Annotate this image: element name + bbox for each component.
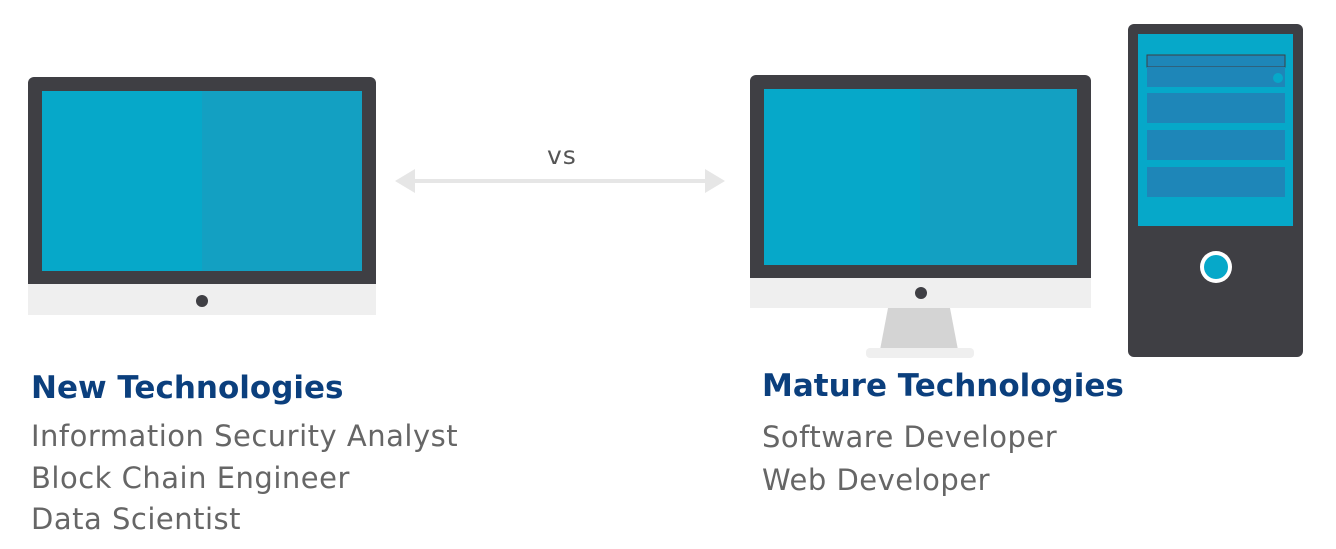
role-item: Information Security Analyst bbox=[31, 419, 459, 453]
desktop-tower-icon bbox=[1128, 24, 1303, 357]
role-item: Block Chain Engineer bbox=[31, 461, 350, 495]
vs-label: vs bbox=[547, 141, 577, 170]
right-monitor-icon bbox=[750, 75, 1091, 358]
new-technologies-heading: New Technologies bbox=[31, 370, 344, 406]
role-item: Software Developer bbox=[762, 420, 1058, 454]
role-item: Data Scientist bbox=[31, 502, 241, 536]
left-monitor-icon bbox=[28, 77, 376, 315]
role-item: Web Developer bbox=[762, 463, 991, 497]
mature-technologies-heading: Mature Technologies bbox=[762, 368, 1124, 404]
double-arrow-icon bbox=[395, 169, 725, 193]
